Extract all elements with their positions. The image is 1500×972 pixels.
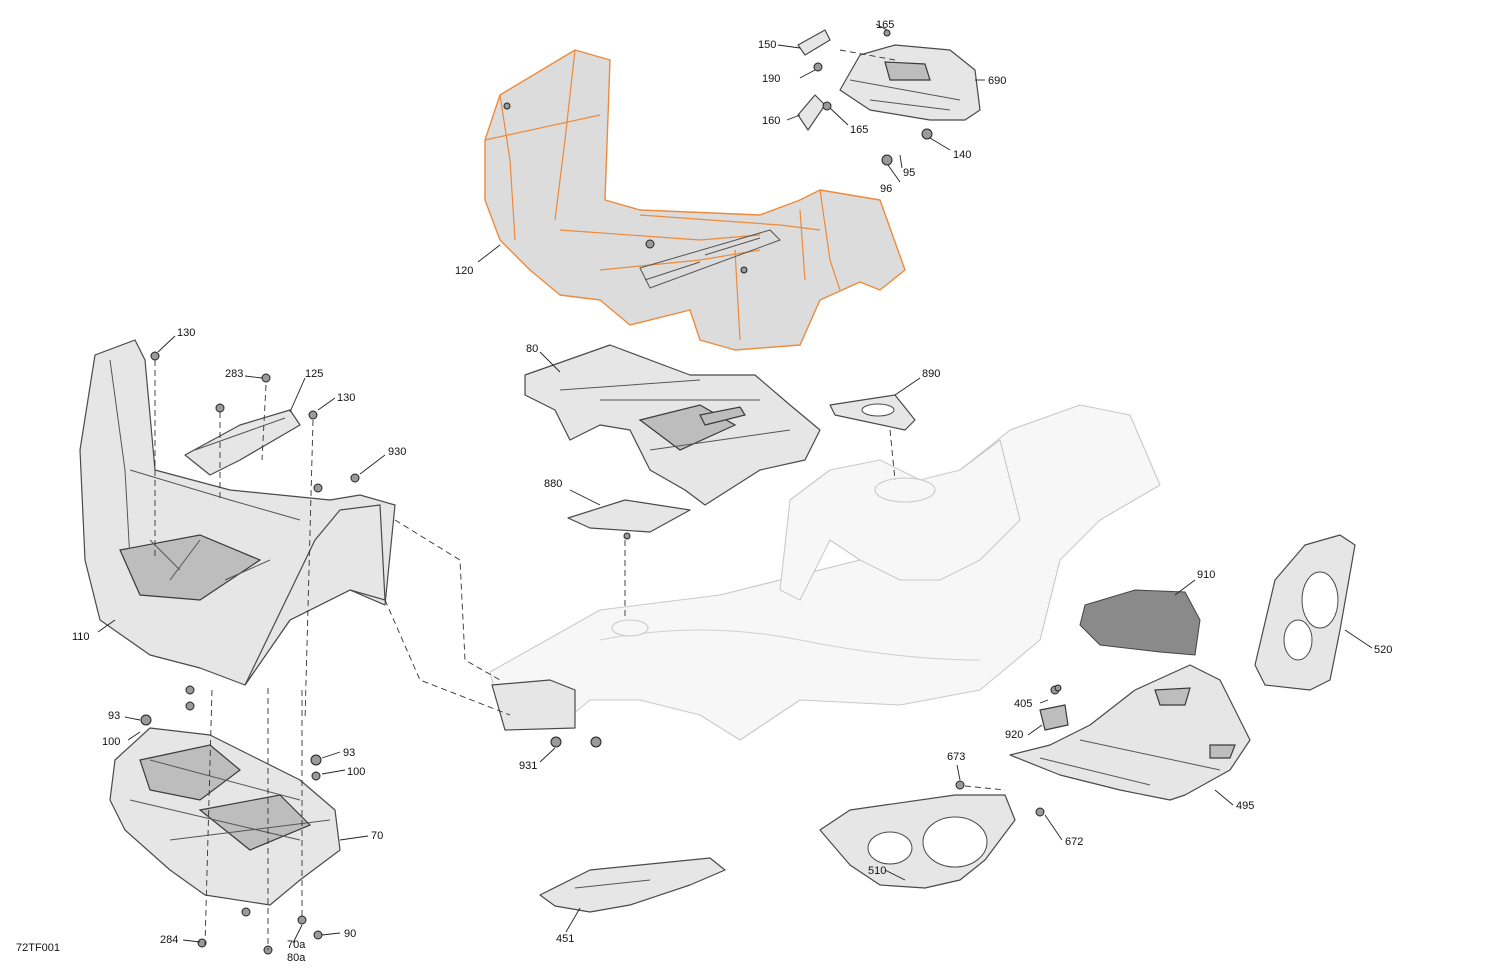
callout-910: 910 xyxy=(1197,569,1215,581)
callout-80a: 80a xyxy=(287,952,306,964)
callout-283: 283 xyxy=(225,368,243,380)
callout-90: 90 xyxy=(344,928,356,940)
fasteners xyxy=(150,351,1062,955)
figure-id: 72TF001 xyxy=(16,942,60,954)
callout-93-right: 93 xyxy=(343,747,355,759)
part-690-headlight-housing[interactable] xyxy=(797,29,981,166)
part-495-right-skid[interactable] xyxy=(1009,664,1251,801)
leader-lines xyxy=(97,23,1373,944)
callout-920: 920 xyxy=(1005,729,1023,741)
callout-93-left: 93 xyxy=(108,710,120,722)
callout-130-top: 130 xyxy=(177,327,195,339)
callout-140: 140 xyxy=(953,149,971,161)
callout-80: 80 xyxy=(526,343,538,355)
callout-120: 120 xyxy=(455,265,473,277)
callout-110: 110 xyxy=(72,631,90,643)
part-120-front-panel[interactable] xyxy=(484,49,906,351)
callout-70: 70 xyxy=(371,830,383,842)
callout-100-right: 100 xyxy=(347,766,365,778)
callout-931: 931 xyxy=(519,760,537,772)
callout-284: 284 xyxy=(160,934,178,946)
callout-451: 451 xyxy=(556,933,574,945)
part-910-mesh-pad[interactable] xyxy=(1079,589,1201,656)
part-80-support-bracket[interactable] xyxy=(524,344,821,506)
callout-125: 125 xyxy=(305,368,323,380)
callout-190: 190 xyxy=(762,73,780,85)
callout-930: 930 xyxy=(388,446,406,458)
callout-165-mid: 165 xyxy=(850,124,868,136)
callout-96: 96 xyxy=(880,183,892,195)
callout-100-left: 100 xyxy=(102,736,120,748)
part-520-right-bezel[interactable] xyxy=(1254,534,1356,691)
callout-130-right: 130 xyxy=(337,392,355,404)
callout-690: 690 xyxy=(988,75,1006,87)
assembly-dash-lines xyxy=(154,49,1006,950)
part-451-lower-trim[interactable] xyxy=(539,857,726,913)
callout-673: 673 xyxy=(947,751,965,763)
callout-672: 672 xyxy=(1065,836,1083,848)
part-510-left-bezel[interactable] xyxy=(819,780,1045,889)
callout-520: 520 xyxy=(1374,644,1392,656)
callout-95: 95 xyxy=(903,167,915,179)
callout-70a: 70a xyxy=(287,939,306,951)
callout-160: 160 xyxy=(762,115,780,127)
part-890-gasket[interactable] xyxy=(829,394,916,431)
callout-405: 405 xyxy=(1014,698,1032,710)
part-70-lower-frame[interactable] xyxy=(109,685,341,906)
callout-510: 510 xyxy=(868,865,886,877)
callout-labels: 150 165 690 190 160 165 140 95 96 120 80… xyxy=(72,19,1392,964)
callout-890: 890 xyxy=(922,368,940,380)
callout-165-top: 165 xyxy=(876,19,894,31)
ghost-body-outline xyxy=(489,404,1161,741)
part-880-plate[interactable] xyxy=(567,499,691,533)
callout-880: 880 xyxy=(544,478,562,490)
callout-150: 150 xyxy=(758,39,776,51)
callout-495: 495 xyxy=(1236,800,1254,812)
